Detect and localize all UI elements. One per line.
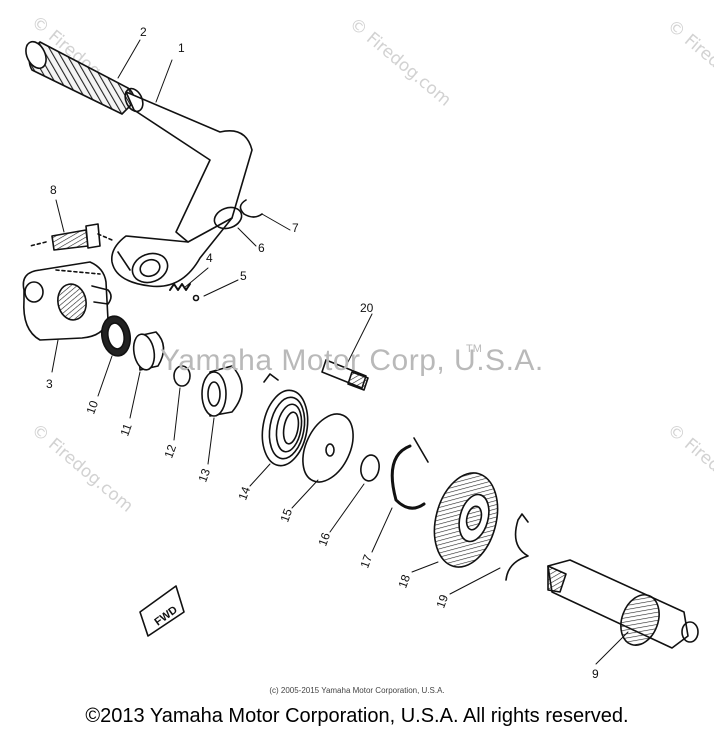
callout-16: 16: [315, 530, 333, 548]
part-plate-washer: [302, 413, 354, 483]
part-clip-19: [505, 513, 529, 581]
callout-19: 19: [433, 592, 451, 610]
callout-6: 6: [258, 241, 265, 255]
callout-18: 18: [395, 572, 413, 590]
callout-11: 11: [117, 421, 135, 438]
callout-20: 20: [360, 301, 374, 315]
part-kick-spring: [261, 373, 309, 467]
callout-1: 1: [178, 41, 185, 55]
callout-7: 7: [292, 221, 299, 235]
callout-12: 12: [161, 442, 179, 460]
part-kick-crank: [110, 87, 253, 288]
callout-3: 3: [46, 377, 53, 391]
fwd-direction-tag: [139, 585, 185, 637]
part-washer-6: [213, 206, 243, 230]
callout-15: 15: [277, 506, 295, 524]
part-clip-17: [390, 437, 429, 510]
callout-4: 4: [206, 251, 213, 265]
part-bushing-11: [132, 331, 165, 371]
callout-2: 2: [140, 25, 147, 39]
callout-14: 14: [235, 484, 253, 502]
callout-numbers: 1 2 3 4 5 6 7 8 9 10 11 12 13 14 15 16 1…: [46, 25, 599, 681]
part-circlip-7: [239, 199, 263, 218]
callout-13: 13: [195, 466, 213, 484]
callout-17: 17: [357, 552, 375, 570]
part-pin-20: [321, 359, 369, 391]
part-kick-boss: [22, 261, 112, 341]
callout-9: 9: [592, 667, 599, 681]
part-grip: [25, 40, 135, 115]
part-kick-gear: [433, 472, 499, 568]
watermark-yamaha: Yamaha Motor Corp, U.S.A.: [160, 344, 544, 377]
part-oil-seal: [100, 315, 132, 357]
callout-5: 5: [240, 269, 247, 283]
part-clip-12: [173, 365, 191, 387]
callout-10: 10: [83, 398, 101, 416]
footer-copyright: ©2013 Yamaha Motor Corporation, U.S.A. A…: [85, 705, 629, 727]
watermark-trademark: TM: [466, 343, 482, 355]
leader-lines: [51, 39, 629, 665]
small-copyright: (c) 2005-2015 Yamaha Motor Corporation, …: [269, 686, 445, 695]
part-circlip-16: [360, 454, 380, 482]
part-spring-and-ball: [169, 283, 200, 302]
part-bolt: [29, 223, 113, 251]
part-collar-13: [201, 365, 243, 417]
callout-8: 8: [50, 183, 57, 197]
part-kick-axle: [547, 559, 699, 649]
